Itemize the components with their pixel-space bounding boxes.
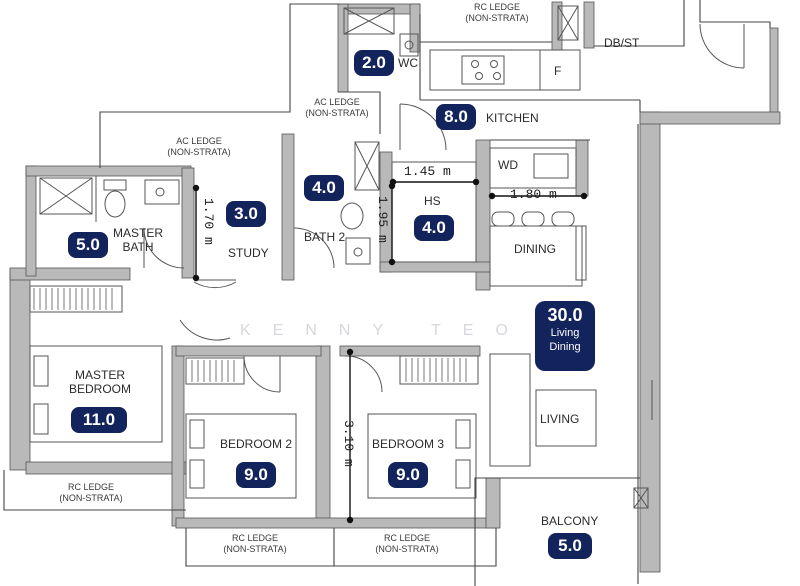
study-depth-dimension: 1.70 m [201,198,216,245]
outline-lines [3,0,771,586]
bedroom3-depth-dimension: 3.10 m [341,420,356,467]
bath2-label: BATH 2 [304,230,346,244]
master-bath-area-badge: 5.0 [68,232,108,258]
balcony-label: BALCONY [541,514,599,528]
rc-ledge-left-bottom: RC LEDGE (NON-STRATA) [46,482,136,504]
watermark: KENNY TEO [240,322,530,339]
rc-ledge-top-line2: (NON-STRATA) [465,13,529,23]
rc-ledge-top: RC LEDGE (NON-STRATA) [452,2,542,24]
kitchen-area-badge: 8.0 [436,104,476,130]
bedroom2-label: BEDROOM 2 [220,437,293,451]
bath2-area-badge: 4.0 [304,175,344,201]
db-st-label: DB/ST [604,36,640,50]
hs-depth-dimension: 1.95 m [375,196,390,243]
bath2-fixtures [293,141,380,269]
bedroom3-label: BEDROOM 3 [372,437,445,451]
wc-fixtures [343,7,419,57]
master-bedroom-label-line1: MASTER [74,368,125,382]
wc-label: WC [398,56,418,70]
living-dining-line2: Dining [549,341,581,353]
master-bath-label: MASTER BATH [108,226,168,254]
ac-ledge-left-line2: (NON-STRATA) [167,147,231,157]
rc-ledge-bedroom3-line1: RC LEDGE [383,533,430,543]
bedroom2-area-badge: 9.0 [236,462,276,488]
wc-area-badge: 2.0 [354,50,394,76]
ac-ledge-upper: AC LEDGE (NON-STRATA) [292,97,382,119]
master-bedroom-furniture [29,285,163,443]
living-furniture [489,353,597,467]
master-bath-label-line1: MASTER [112,226,163,240]
outer-walls [9,1,781,573]
ac-ledge-left-line1: AC LEDGE [176,136,222,146]
rc-ledge-top-line1: RC LEDGE [473,2,520,12]
master-bedroom-label-line2: BEDROOM [68,382,131,396]
hs-label: HS [424,194,441,208]
dining-width-dimension: 1.80 m [510,187,557,202]
balcony-fixture [633,23,745,509]
master-bath-fixtures [39,176,185,269]
master-bedroom-area-badge: 11.0 [71,407,127,433]
rc-ledge-bedroom2-line2: (NON-STRATA) [223,544,287,554]
ac-ledge-left: AC LEDGE (NON-STRATA) [154,136,244,158]
rc-ledge-left-bottom-line2: (NON-STRATA) [59,493,123,503]
dining-label: DINING [514,242,556,256]
living-label: LIVING [540,412,580,426]
master-bedroom-label: MASTER BEDROOM [60,368,140,396]
rc-ledge-bedroom2: RC LEDGE (NON-STRATA) [210,533,300,555]
bedroom3-area-badge: 9.0 [388,462,428,488]
rc-ledge-bedroom2-line1: RC LEDGE [231,533,278,543]
study-door [179,279,237,341]
hs-width-dimension: 1.45 m [404,164,451,179]
rc-ledge-bedroom3-line2: (NON-STRATA) [375,544,439,554]
ac-ledge-upper-line2: (NON-STRATA) [305,108,369,118]
dimension-lines [192,178,588,524]
fridge-label: F [554,64,562,78]
living-dining-area: 30.0 [547,305,583,325]
master-bath-label-line2: BATH [122,240,154,254]
living-dining-line1: Living [550,327,580,339]
living-dining-area-badge: 30.0 Living Dining [535,301,595,371]
kitchen-label: KITCHEN [486,111,539,125]
washer-label: WD [498,158,518,172]
hs-area-badge: 4.0 [414,215,454,241]
study-label: STUDY [228,246,269,260]
dining-table [489,211,587,287]
bedroom2-furniture [185,355,297,499]
ac-ledge-upper-line1: AC LEDGE [314,97,360,107]
rc-ledge-bedroom3: RC LEDGE (NON-STRATA) [362,533,452,555]
rc-ledge-left-bottom-line1: RC LEDGE [67,482,114,492]
study-area-badge: 3.0 [226,201,266,227]
balcony-area-badge: 5.0 [548,533,592,559]
kitchen-fixtures [429,5,581,189]
bedroom3-furniture [345,355,479,499]
